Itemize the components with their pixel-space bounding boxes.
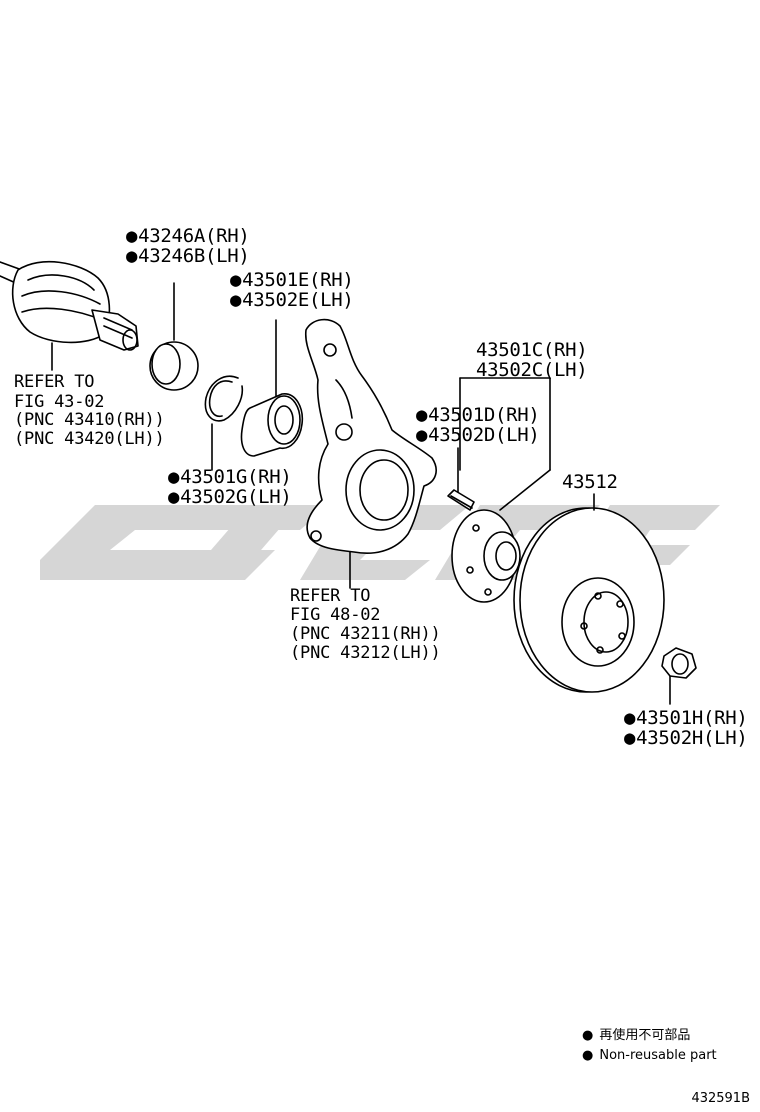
steering-knuckle <box>304 318 437 589</box>
axle-hub-43502c <box>451 377 551 603</box>
refer-line: (PNC 43212(LH)) <box>290 643 441 663</box>
callout-43501e: 43501E(RH) <box>230 270 354 291</box>
refer-line: REFER TO <box>290 586 371 606</box>
callout-43501h: 43501H(RH) <box>624 708 748 729</box>
callout-43501d: 43501D(RH) <box>416 405 540 426</box>
snap-ring-43501g <box>204 375 244 471</box>
hub-bearing-43501e <box>240 319 304 457</box>
drive-shaft-boot <box>0 260 139 371</box>
figure-number: 432591B <box>691 1091 750 1106</box>
refer-line: (PNC 43420(LH)) <box>14 429 165 449</box>
refer-line: FIG 43-02 <box>14 392 105 412</box>
legend-item-jp: 再使用不可部品 <box>582 1026 717 1046</box>
refer-line: REFER TO <box>14 372 95 392</box>
callout-43246a: 43246A(RH) <box>126 226 250 247</box>
callout-43501g: 43501G(RH) <box>168 467 292 488</box>
callout-43502d: 43502D(LH) <box>416 425 540 446</box>
snap-ring-43246 <box>149 282 199 391</box>
callout-43501c: 43501C(RH) <box>476 339 588 361</box>
legend: 再使用不可部品 Non-reusable part <box>582 1026 717 1066</box>
callout-43502c: 43502C(LH) <box>476 359 588 381</box>
refer-line: (PNC 43410(RH)) <box>14 410 165 430</box>
callout-43502h: 43502H(LH) <box>624 728 748 749</box>
refer-line: (PNC 43211(RH)) <box>290 624 441 644</box>
hub-bolt-43501d <box>447 447 475 511</box>
hub-nut-43501h <box>661 647 697 705</box>
brake-disc-43512 <box>513 493 665 693</box>
callout-43512: 43512 <box>562 471 618 493</box>
callout-43246b: 43246B(LH) <box>126 246 250 267</box>
callout-43502e: 43502E(LH) <box>230 290 354 311</box>
callout-43502g: 43502G(LH) <box>168 487 292 508</box>
refer-line: FIG 48-02 <box>290 605 381 625</box>
legend-item-en: Non-reusable part <box>582 1046 716 1066</box>
